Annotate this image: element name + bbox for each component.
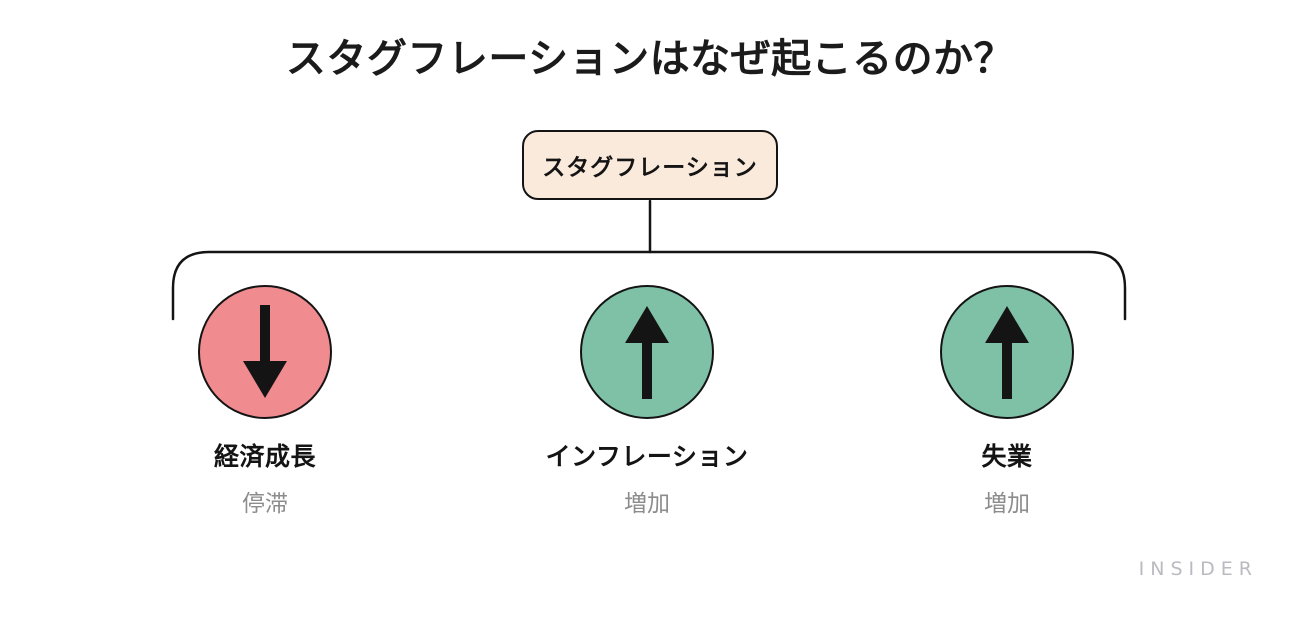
insider-logo: INSIDER bbox=[1138, 558, 1258, 580]
up-arrow-icon bbox=[985, 306, 1029, 399]
branch-label-inflation: インフレーション bbox=[545, 442, 749, 471]
inflation-circle bbox=[580, 285, 714, 419]
economic-growth-circle bbox=[198, 285, 332, 419]
root-node-stagflation: スタグフレーション bbox=[522, 130, 778, 200]
branch-status-inflation: 増加 bbox=[624, 491, 670, 517]
up-arrow-icon bbox=[625, 306, 669, 399]
root-node-label: スタグフレーション bbox=[542, 155, 758, 181]
down-arrow-icon bbox=[243, 305, 287, 398]
branch-status-economic-growth: 停滞 bbox=[242, 491, 288, 517]
branch-status-unemployment: 増加 bbox=[984, 491, 1030, 517]
branch-label-unemployment: 失業 bbox=[981, 442, 1033, 471]
page-title: スタグフレーションはなぜ起こるのか？ bbox=[285, 36, 1015, 82]
unemployment-circle bbox=[940, 285, 1074, 419]
branch-label-economic-growth: 経済成長 bbox=[213, 442, 316, 471]
